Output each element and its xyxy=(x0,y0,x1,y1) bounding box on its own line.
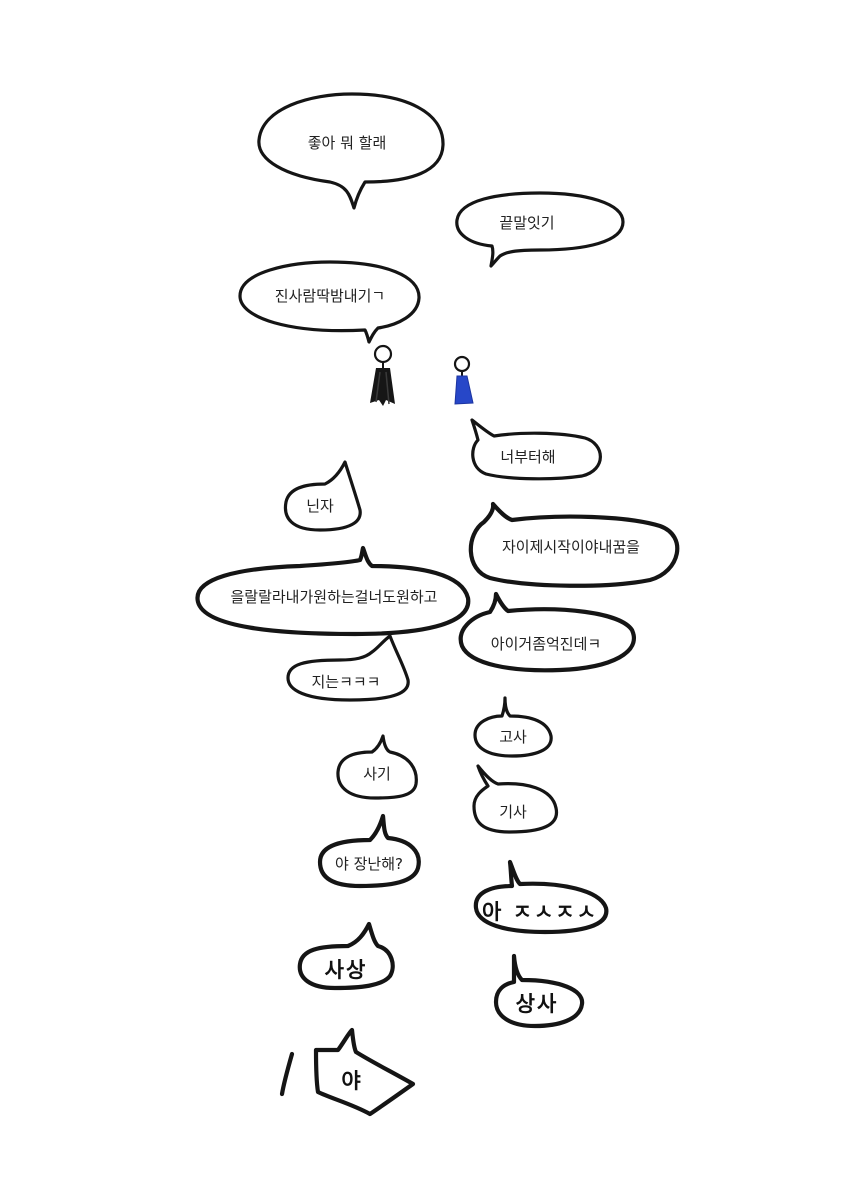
bubble-text-2: 끝말잇기 xyxy=(499,214,554,232)
speech-bubble-8: 아이거좀억진데ㅋ xyxy=(458,591,636,673)
speech-bubble-7: 을랄랄라내가원하는걸너도원하고 xyxy=(195,545,471,637)
right-figure xyxy=(453,355,474,405)
bubble-text-15: 사상 xyxy=(325,958,368,982)
speech-bubble-15: 사상 xyxy=(297,921,395,991)
bubble-text-9: 지는ㅋㅋㅋ xyxy=(311,673,380,691)
speech-bubble-5: 닌자 xyxy=(283,460,362,532)
speech-bubble-13: 야 장난해? xyxy=(317,813,421,889)
speech-bubble-1: 좋아 뭐 할래 xyxy=(257,92,445,210)
speech-bubble-14: 아 ㅈㅅㅈㅅ xyxy=(473,859,609,935)
bubble-text-10: 고사 xyxy=(499,728,527,746)
speech-bubble-6: 자이제시작이야내꿈을 xyxy=(468,501,680,588)
bubble-text-3: 진사람딱밤내기ㄱ xyxy=(275,287,385,305)
bubble-text-8: 아이거좀억진데ㅋ xyxy=(491,635,601,653)
speech-bubble-2: 끝말잇기 xyxy=(455,191,625,268)
bubble-text-4: 너부터해 xyxy=(500,448,555,466)
speech-bubble-10: 고사 xyxy=(473,696,553,758)
bubble-text-11: 사기 xyxy=(363,765,391,783)
bubble-text-1: 좋아 뭐 할래 xyxy=(308,134,387,152)
bubble-text-14: 아 ㅈㅅㅈㅅ xyxy=(482,900,598,924)
speech-bubble-11: 사기 xyxy=(336,734,418,800)
bubble-text-5: 닌자 xyxy=(306,497,334,515)
speech-bubble-4: 너부터해 xyxy=(470,418,602,481)
bubble-text-12: 기사 xyxy=(499,803,527,821)
bubble-text-17: 야 xyxy=(341,1069,362,1093)
bubble-text-6: 자이제시작이야내꿈을 xyxy=(502,538,640,556)
speech-bubble-16: 상사 xyxy=(493,953,585,1029)
speech-bubble-9: 지는ㅋㅋㅋ xyxy=(286,634,410,702)
left-figure xyxy=(370,344,395,406)
bubble-text-13: 야 장난해? xyxy=(335,855,403,873)
speech-bubble-12: 기사 xyxy=(472,764,559,834)
bubble-text-7: 을랄랄라내가원하는걸너도원하고 xyxy=(230,588,437,606)
speech-bubble-17: 야 xyxy=(279,1027,416,1117)
bubble-text-16: 상사 xyxy=(516,992,559,1016)
speech-bubble-3: 진사람딱밤내기ㄱ xyxy=(238,260,421,344)
